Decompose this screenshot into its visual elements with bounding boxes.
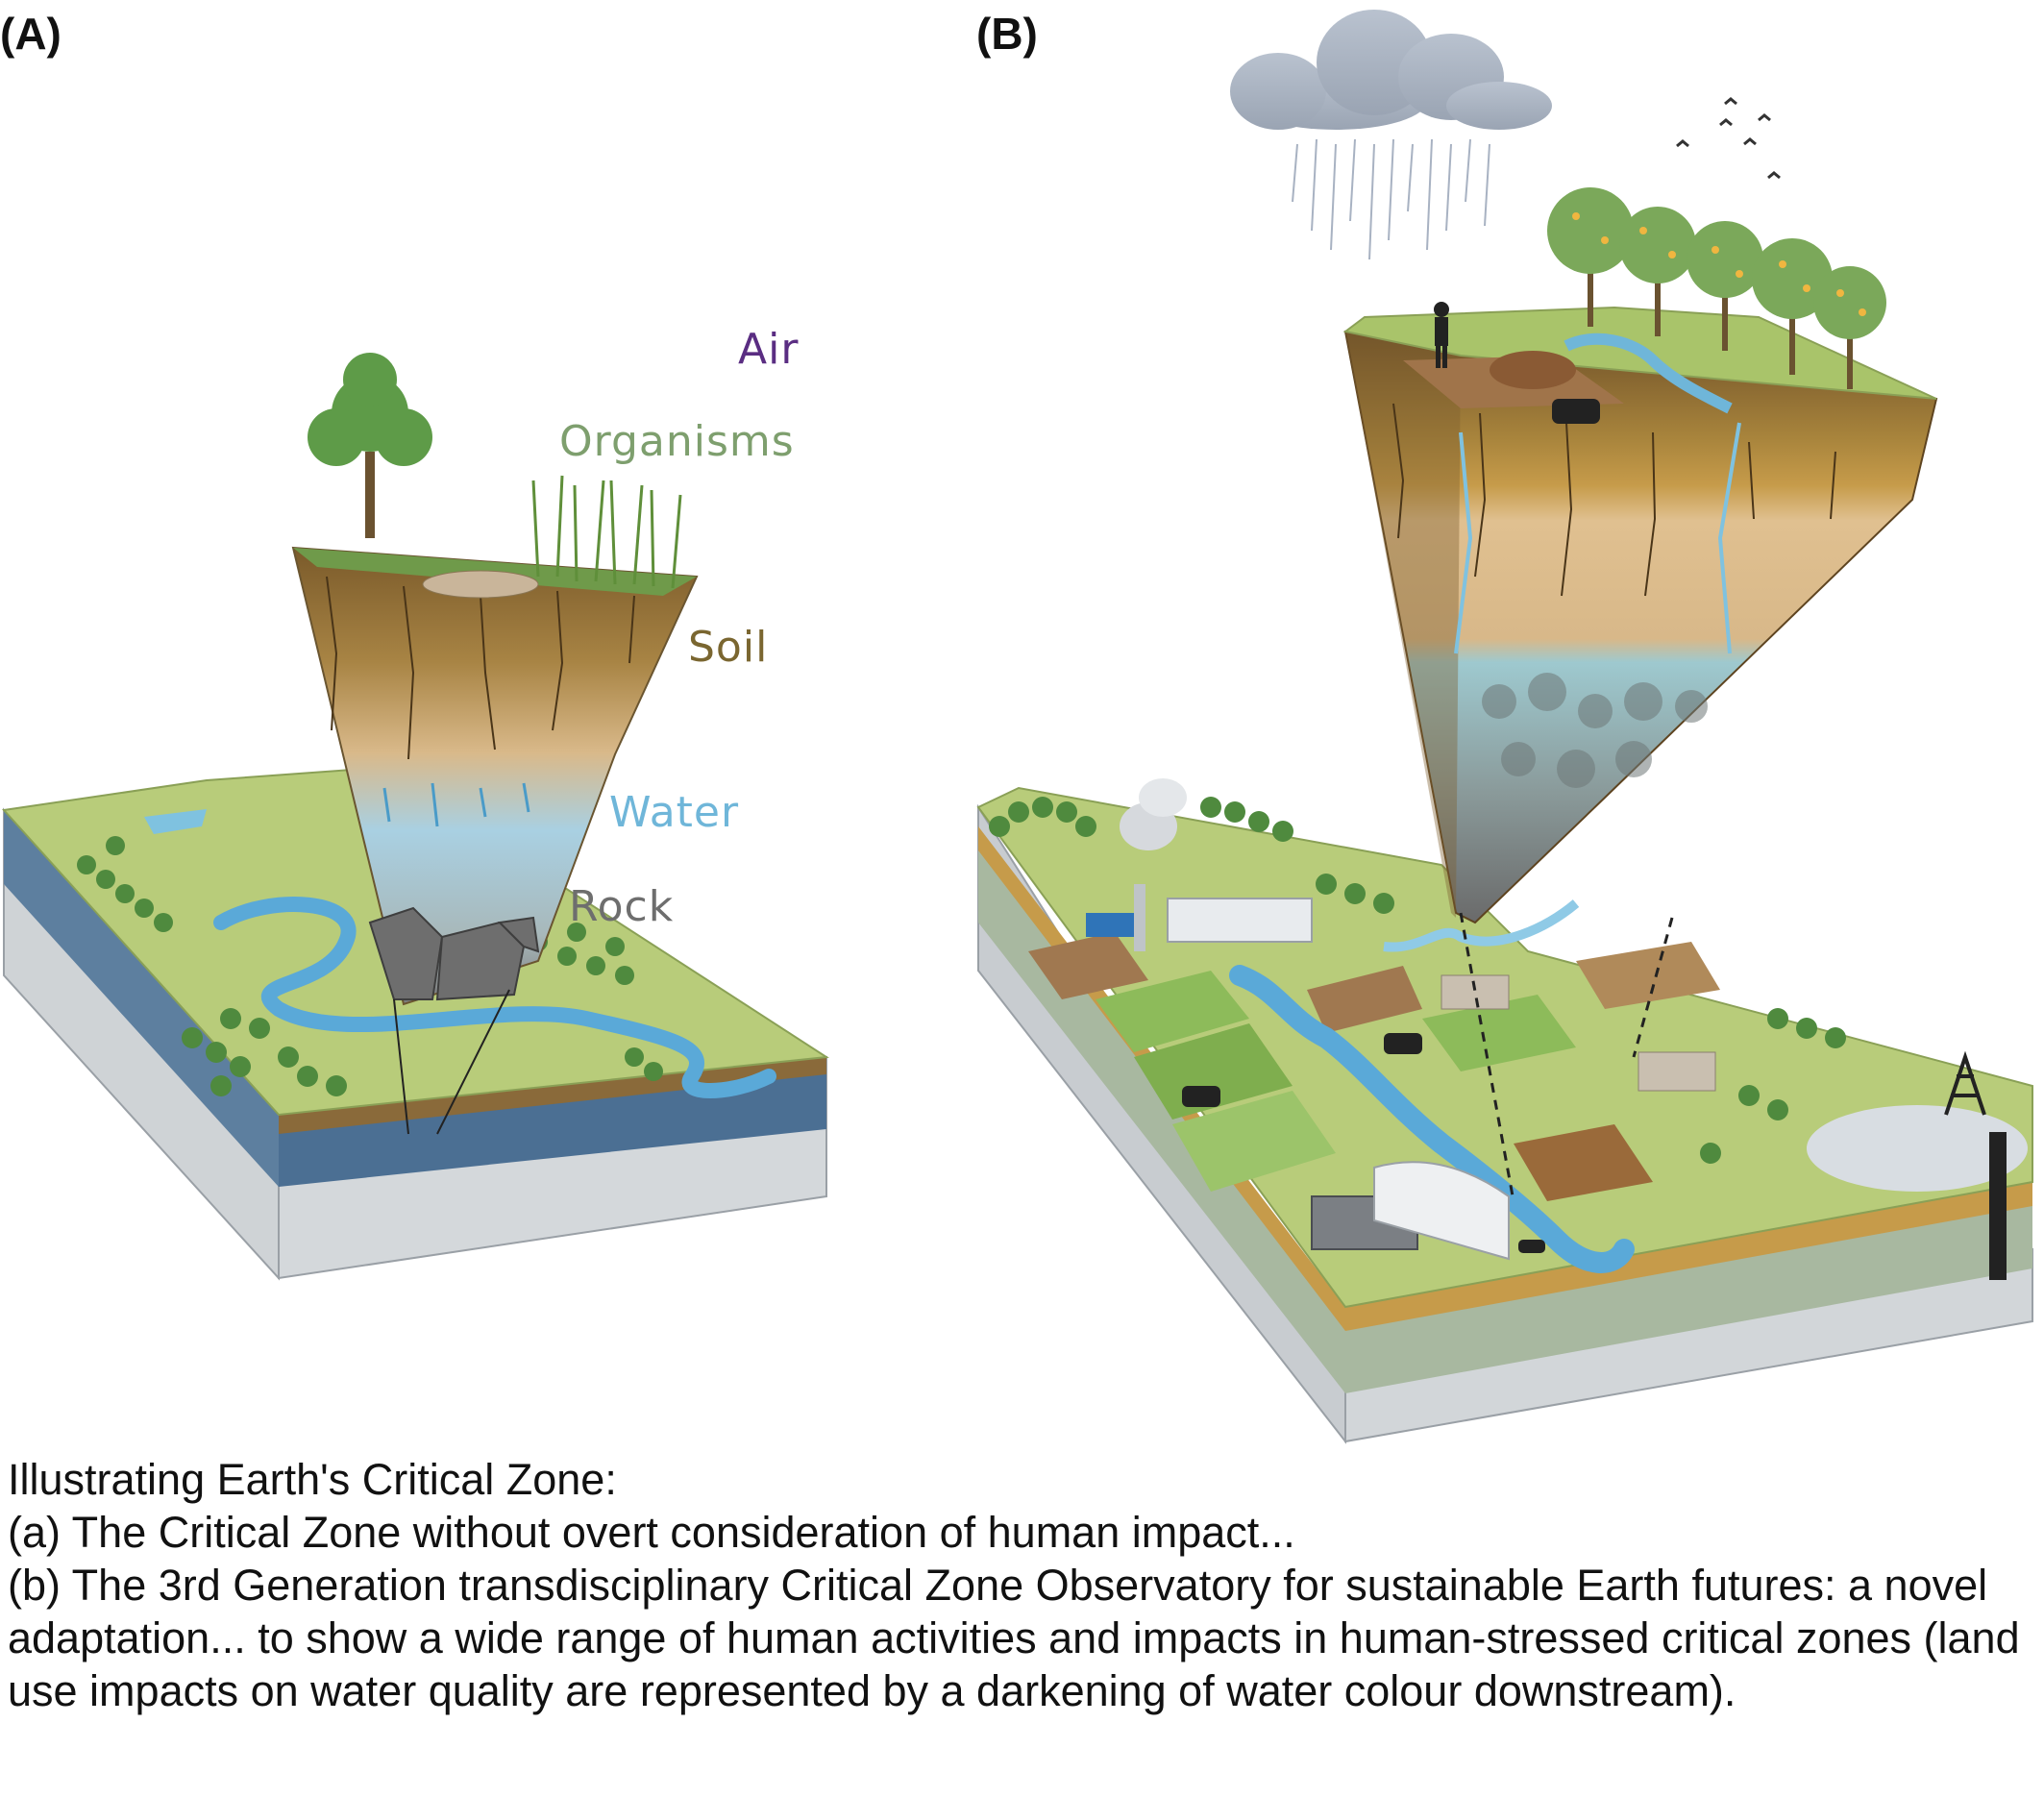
- caption-title: Illustrating Earth's Critical Zone:: [8, 1455, 617, 1504]
- panel-a-tall-grass: [531, 475, 682, 589]
- orchard-trees: [1547, 187, 1886, 389]
- panel-b-stream-top: [1564, 332, 1733, 414]
- layer-label-rock: Rock: [569, 882, 675, 931]
- layer-label-water: Water: [609, 788, 740, 837]
- panel-b-lake: [1807, 1105, 2028, 1192]
- caption-line-b: (b) The 3rd Generation transdisciplinary…: [8, 1561, 2020, 1715]
- panel-b-label: (B): [976, 9, 1038, 59]
- panel-b-stream: [1383, 899, 1580, 952]
- panel-b-manure-heap: [1490, 351, 1576, 389]
- panel-b-river: [1229, 965, 1635, 1273]
- panel-a-tree-crown: [308, 353, 432, 466]
- layer-label-organisms: Organisms: [559, 417, 795, 466]
- rain-icon: [1292, 138, 1490, 260]
- oil-derrick-icon: [1944, 1050, 2007, 1280]
- panel-b-roots: [1392, 403, 1836, 597]
- panel-b-rock-cells: [1482, 673, 1708, 788]
- cow-icon-top: [1552, 399, 1600, 424]
- cloud-icon: [1230, 10, 1552, 130]
- panel-b-water-channels: [1454, 422, 1741, 654]
- farmer-icon: [1434, 302, 1449, 368]
- birds-icon: [1676, 97, 1781, 180]
- layer-label-soil: Soil: [688, 623, 769, 672]
- panel-a-aquifer-left: [4, 810, 279, 1187]
- village-houses: [1441, 974, 1510, 1010]
- layer-label-air: Air: [738, 325, 800, 374]
- figure-caption: Illustrating Earth's Critical Zone: (a) …: [8, 1453, 2035, 1717]
- panel-b-fields: [1028, 932, 1720, 1201]
- panel-a-roots: [326, 576, 635, 760]
- panel-b-forest: [989, 797, 1846, 1164]
- cow-icon: [1182, 1033, 1545, 1253]
- panel-a-water-streaks: [382, 782, 530, 827]
- panel-a-lake: [144, 809, 207, 834]
- panel-b-column-side: [1345, 332, 1461, 918]
- panel-b-connector-left: [1459, 912, 1515, 1202]
- panel-a-connector-right: [436, 989, 510, 1135]
- panel-a-label: (A): [0, 9, 62, 59]
- panel-a-rocks: [368, 906, 540, 1001]
- greenhouse-icon: [1373, 1161, 1510, 1261]
- panel-a-tree-trunk: [365, 452, 375, 538]
- panel-b-gravel-band: [978, 846, 2032, 1393]
- panel-a-connector-left: [393, 998, 409, 1135]
- caption-line-a: (a) The Critical Zone without overt cons…: [8, 1508, 1295, 1557]
- panel-a-landscape: [2, 353, 829, 1281]
- panel-a-stones: [422, 570, 539, 599]
- panel-b-connector-right: [1632, 917, 1674, 1058]
- panel-b-landscape: [976, 10, 2033, 1444]
- village-houses-2: [1638, 1051, 1716, 1092]
- panel-a-river: [213, 897, 776, 1098]
- factory-icon: [1086, 778, 1313, 951]
